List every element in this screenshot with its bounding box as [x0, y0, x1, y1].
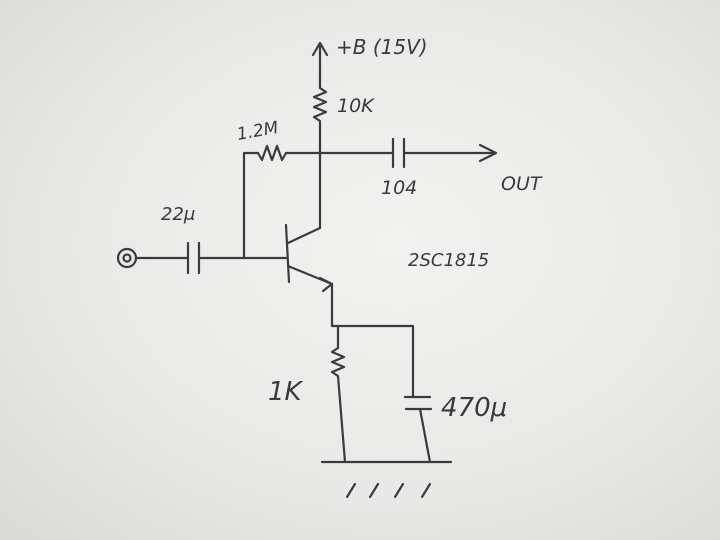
transistor-symbol [284, 223, 334, 293]
input-capacitor-label: 22μ [161, 204, 195, 225]
bias-resistor-label: 1.2M [235, 118, 280, 145]
emitter-resistor [330, 324, 347, 464]
transistor-label: 2SC1815 [408, 250, 489, 271]
input-capacitor [134, 241, 288, 275]
emitter-wire [330, 282, 415, 398]
supply-arrow [311, 41, 329, 90]
supply-label: +B (15V) [336, 35, 428, 59]
emitter-capacitor [403, 395, 433, 464]
output-line [318, 137, 498, 169]
collector-resistor [312, 86, 328, 155]
emitter-capacitor-label: 470μ [441, 393, 507, 423]
ground-symbol [320, 460, 453, 499]
out-label: OUT [501, 173, 543, 195]
collector-resistor-label: 10K [337, 95, 375, 117]
emitter-resistor-label: 1K [268, 377, 304, 407]
input-jack [116, 247, 138, 269]
bias-resistor [242, 144, 322, 260]
output-capacitor-label: 104 [381, 177, 417, 199]
